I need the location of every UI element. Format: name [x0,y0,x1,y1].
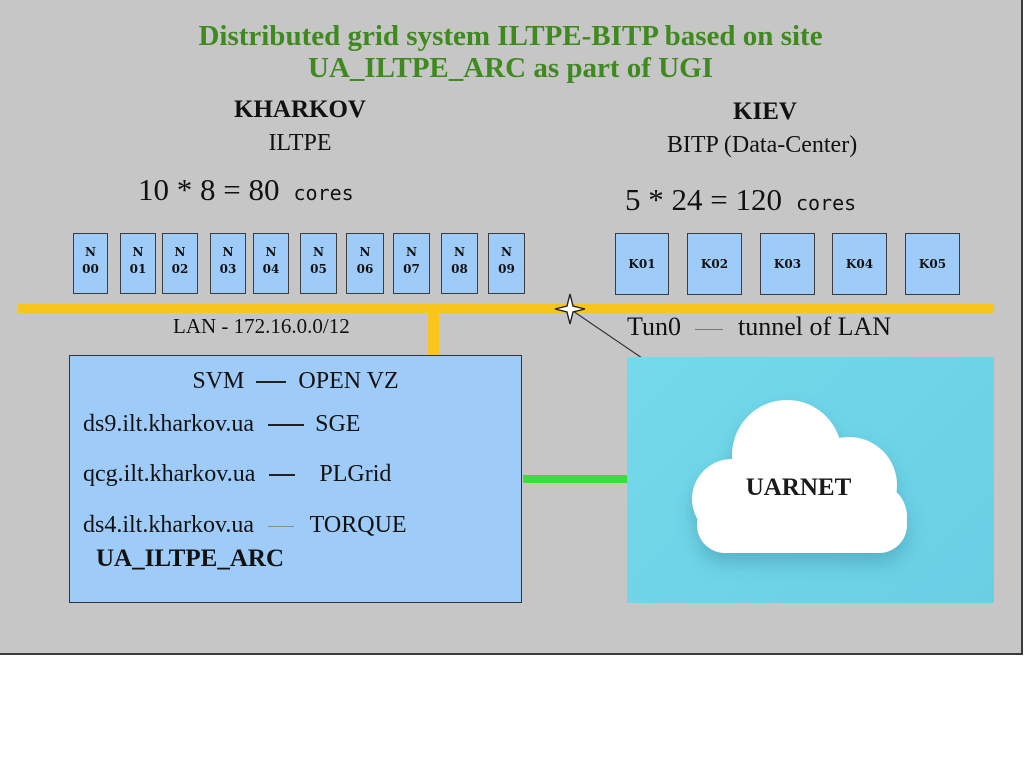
svm-host-row: ds4.ilt.kharkov.ua TORQUE [83,512,407,539]
kharkov-cores: 10 * 8 = 80 cores [138,172,354,208]
svm-host-dash [268,424,305,427]
svm-host-service: SGE [315,411,361,437]
node-number: 09 [498,262,515,276]
kiev-city: KIEV [733,98,797,125]
svm-host-dash [268,525,295,527]
kharkov-node-02: N 02 [162,233,198,294]
svm-host-row: ds9.ilt.kharkov.ua SGE [83,411,360,438]
node-letter: N [222,245,234,259]
node-number: 02 [171,262,189,276]
tunnel-junction [554,293,643,359]
tunnel-label: Tun0 tunnel of LAN [627,312,891,342]
node-number: 00 [82,262,99,276]
kiev-node-k04: K04 [832,233,887,295]
diagram-slide: Distributed grid system ILTPE-BITP based… [0,0,1023,655]
svm-host-row: qcg.ilt.kharkov.ua PLGrid [83,461,391,488]
cloud-shape [692,400,907,553]
kharkov-cores-unit: cores [293,181,354,205]
kiev-node-k03: K03 [760,233,815,295]
junction-star-icon [554,293,586,325]
svm-site-name: UA_ILTPE_ARC [96,545,285,572]
node-number: 07 [403,262,420,276]
tunnel-dash [695,328,724,330]
node-letter: N [454,245,465,259]
kharkov-city: KHARKOV [234,96,366,123]
kharkov-node-03: N 03 [210,233,246,294]
kiev-node-k02: K02 [687,233,742,295]
kharkov-node-09: N 09 [488,233,525,294]
lan-drop-to-svm [428,312,439,356]
svm-host-name: ds9.ilt.kharkov.ua [83,411,255,437]
tunnel-label-desc: tunnel of LAN [737,312,892,341]
kiev-cores-formula: 5 * 24 = 120 [625,182,782,217]
kharkov-node-04: N 04 [253,233,289,294]
kharkov-node-07: N 07 [393,233,430,294]
cloud-icon [692,400,907,553]
node-number: 06 [356,262,374,276]
svm-host-dash [269,474,296,477]
node-number: 03 [219,262,237,276]
node-letter: N [501,245,512,259]
tunnel-pointer-line [569,308,643,359]
kharkov-node-00: N 00 [73,233,108,294]
svm-host-service: PLGrid [319,461,392,487]
node-letter: N [359,245,371,259]
node-letter: N [313,245,324,259]
node-letter: N [265,245,277,259]
kharkov-node-08: N 08 [441,233,478,294]
kiev-cores: 5 * 24 = 120 cores [625,182,856,218]
node-number: 05 [310,262,327,276]
kharkov-node-06: N 06 [346,233,384,294]
svm-box: SVM OPEN VZ ds9.ilt.kharkov.ua SGE qcg.i… [69,355,522,603]
uarnet-panel: UARNET [627,357,994,603]
kharkov-cores-formula: 10 * 8 = 80 [138,172,280,207]
svm-title-right: OPEN VZ [298,368,399,394]
svm-host-name: qcg.ilt.kharkov.ua [83,461,256,487]
node-letter: N [132,245,144,259]
node-letter: N [406,245,417,259]
node-letter: N [85,245,96,259]
tunnel-label-name: Tun0 [627,312,681,341]
kiev-node-k01: K01 [615,233,669,295]
svm-title-dash [256,381,287,384]
title-line-1: Distributed grid system ILTPE-BITP based… [198,20,823,52]
svm-title: SVM OPEN VZ [70,368,521,395]
lan-bus [18,304,994,313]
svm-host-service: TORQUE [309,512,407,538]
title-line-2: UA_ILTPE_ARC as part of UGI [308,52,713,84]
kharkov-org: ILTPE [268,130,332,156]
kiev-node-k05: K05 [905,233,960,295]
kiev-org: BITP (Data-Center) [666,132,858,158]
lan-label: LAN - 172.16.0.0/12 [173,314,350,338]
svm-title-left: SVM [192,368,245,394]
svm-host-name: ds4.ilt.kharkov.ua [83,512,255,538]
kharkov-node-01: N 01 [120,233,156,294]
kiev-cores-unit: cores [795,191,857,215]
kharkov-node-05: N 05 [300,233,337,294]
node-number: 08 [451,262,468,276]
node-number: 01 [129,262,147,276]
node-letter: N [174,245,186,259]
node-number: 04 [262,262,280,276]
svm-uarnet-link [523,475,633,483]
uarnet-label: UARNET [745,474,852,501]
